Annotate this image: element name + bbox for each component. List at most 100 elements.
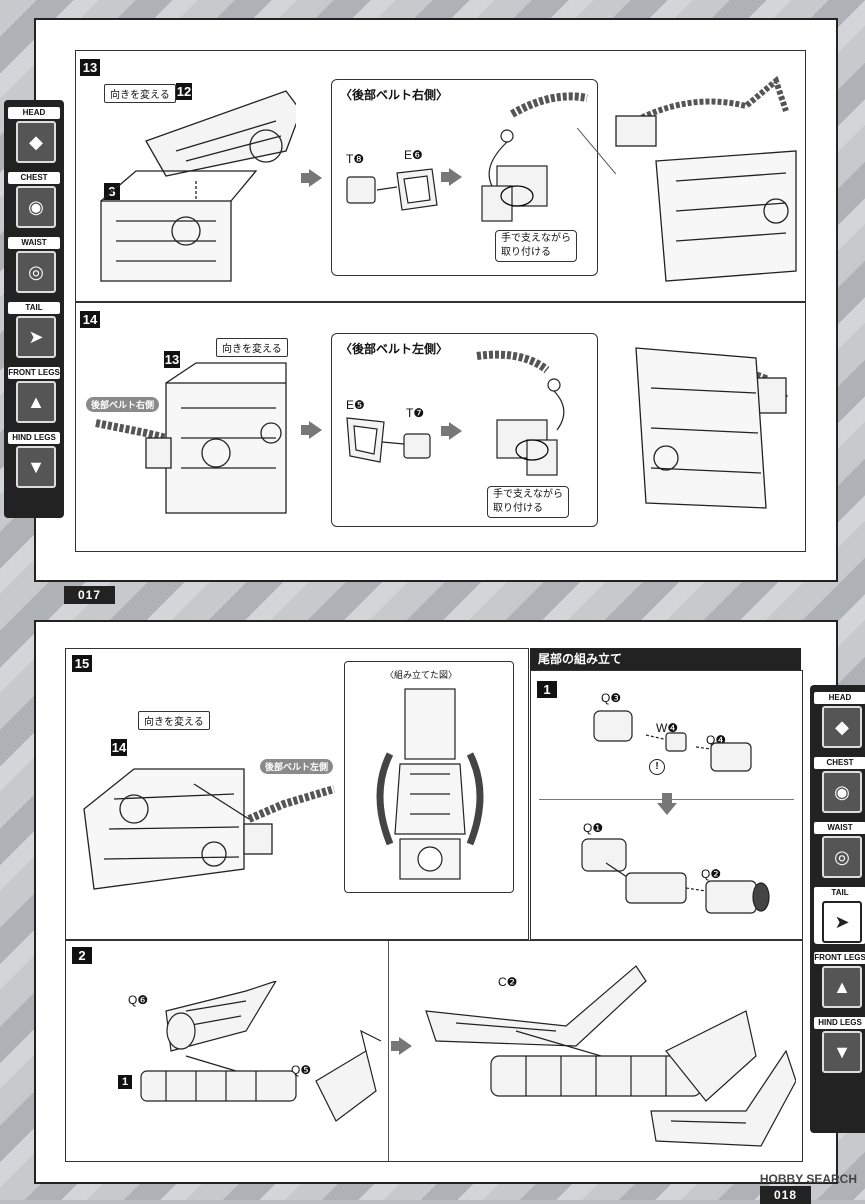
waist-icon: ◎ [16, 251, 56, 293]
sidebar-item-label: TAIL [8, 302, 60, 314]
sidebar-item-waist[interactable]: WAIST ◎ [8, 237, 60, 294]
hold-note-line2: 取り付ける [493, 503, 543, 514]
sidebar-item-label: CHEST [814, 757, 865, 769]
body-with-belt-drawing [95, 362, 287, 514]
body-assembly-drawing [100, 90, 296, 282]
hind-legs-icon: ▼ [16, 446, 56, 488]
sidebar-item-tail[interactable]: TAIL ➤ [8, 302, 60, 359]
belt-attached-result-drawing [615, 75, 797, 282]
part-q1: Q❶ [583, 821, 604, 835]
step-number: 14 [80, 311, 100, 328]
part-ref-13: 13 [164, 351, 180, 368]
belt-label: 後部ベルト右側 [86, 397, 160, 412]
tail-icon: ➤ [822, 901, 862, 943]
hold-note: 手で支えながら 取り付ける [495, 230, 577, 262]
flow-arrow-down [657, 793, 677, 815]
sidebar-item-label: TAIL [814, 887, 865, 899]
sidebar-item-label: HEAD [8, 107, 60, 119]
flow-arrow [391, 1037, 412, 1055]
body-with-left-belt-drawing [83, 768, 336, 890]
tail-cover-assembly-drawing [425, 965, 796, 1147]
sidebar-item-chest[interactable]: CHEST ◉ [814, 757, 865, 814]
belt-chain-drawing [476, 350, 565, 476]
warning-icon: ! [649, 759, 665, 775]
head-icon: ◆ [822, 706, 862, 748]
flow-arrow [301, 169, 322, 187]
part-t7: T❼ [406, 406, 425, 420]
sidebar-item-label: HIND LEGS [814, 1017, 865, 1029]
belt-left-subbox: 〈後部ベルト左側〉 E❺ T❼ 手で支えながら 取り付ける [331, 333, 598, 527]
flow-arrow [441, 422, 462, 440]
tail-icon: ➤ [16, 316, 56, 358]
part-t8: T❽ [346, 152, 365, 166]
part-e6: E❻ [404, 148, 423, 162]
part-t8-e6-drawing [346, 168, 438, 211]
sidebar-item-head[interactable]: HEAD ◆ [814, 692, 865, 749]
section-index-left: HEAD ◆ CHEST ◉ WAIST ◎ TAIL ➤ FRONT LEGS… [4, 100, 64, 518]
sidebar-item-hind-legs[interactable]: HIND LEGS ▼ [814, 1017, 865, 1074]
step-number: 15 [72, 655, 92, 672]
sub-title: 〈後部ベルト右側〉 [340, 88, 449, 102]
part-ref-12: 12 [176, 83, 192, 100]
page-number-018: 018 [760, 1186, 812, 1204]
page-number-017: 017 [64, 586, 116, 604]
tail-step-1-panel: 1 Q❸ W❹ Q❹ ! Q❶ Q❷ [530, 670, 803, 940]
head-icon: ◆ [16, 121, 56, 163]
hind-legs-icon: ▼ [822, 1031, 862, 1073]
part-w4: W❹ [656, 721, 679, 735]
belt-right-subbox: 〈後部ベルト右側〉 T❽ E❻ 手で支えながら 取り付ける [331, 79, 598, 276]
step-number: 13 [80, 59, 100, 76]
chest-icon: ◉ [822, 771, 862, 813]
tail-step-2-panel: 2 Q❻ Q❺ 1 C❷ C❶ [65, 940, 803, 1162]
watermark: HOBBY SEARCH [759, 1172, 857, 1186]
sidebar-item-label: HEAD [814, 692, 865, 704]
divider [388, 941, 389, 1161]
part-e5-t7-drawing [346, 417, 431, 463]
step-13-panel: 13 向きを変える 12 3 〈後部ベルト右側〉 T❽ E❻ [75, 50, 806, 302]
sidebar-item-label: HIND LEGS [8, 432, 60, 444]
sidebar-item-hind-legs[interactable]: HIND LEGS ▼ [8, 432, 60, 489]
sidebar-item-label: WAIST [814, 822, 865, 834]
sidebar-item-front-legs[interactable]: FRONT LEGS ▲ [8, 367, 60, 424]
sidebar-item-head[interactable]: HEAD ◆ [8, 107, 60, 164]
part-q5: Q❺ [291, 1063, 312, 1077]
part-q3: Q❸ [601, 691, 622, 705]
hold-note-line1: 手で支えながら [493, 489, 563, 500]
waist-icon: ◎ [822, 836, 862, 878]
belt-label: 後部ベルト左側 [260, 759, 334, 774]
step-number: 2 [72, 947, 92, 964]
turn-callout: 向きを変える [104, 84, 176, 103]
part-c2: C❷ [498, 975, 518, 989]
tail-segments-exploded-drawing [140, 981, 382, 1122]
chest-icon: ◉ [16, 186, 56, 228]
part-ref-14: 14 [111, 739, 127, 756]
tail-assembly-heading: 尾部の組み立て [530, 648, 801, 670]
hold-note-line2: 取り付ける [501, 247, 551, 258]
turn-callout: 向きを変える [216, 338, 288, 357]
ref-step-1: 1 [118, 1075, 132, 1089]
flow-arrow [441, 168, 462, 186]
sub-title: 〈後部ベルト左側〉 [340, 342, 449, 356]
sidebar-item-label: FRONT LEGS [8, 367, 60, 379]
flow-arrow [301, 421, 322, 439]
turn-callout: 向きを変える [138, 711, 210, 730]
assembled-caption: 〈組み立てた図〉 [385, 670, 458, 680]
tail-parts-joined-drawing [581, 838, 770, 914]
sidebar-item-waist[interactable]: WAIST ◎ [814, 822, 865, 879]
section-index-right: HEAD ◆ CHEST ◉ WAIST ◎ TAIL ➤ FRONT LEGS… [810, 685, 865, 1133]
belt-chain-drawing [481, 92, 588, 222]
sidebar-item-front-legs[interactable]: FRONT LEGS ▲ [814, 952, 865, 1009]
assembled-view-box: 〈組み立てた図〉 [344, 661, 514, 893]
sidebar-item-chest[interactable]: CHEST ◉ [8, 172, 60, 229]
belt-attached-result-drawing [635, 347, 789, 509]
hold-note: 手で支えながら 取り付ける [487, 486, 569, 518]
sidebar-item-label: CHEST [8, 172, 60, 184]
sidebar-item-tail[interactable]: TAIL ➤ [814, 887, 865, 944]
part-q6: Q❻ [128, 993, 149, 1007]
part-e5: E❺ [346, 398, 365, 412]
step-number: 1 [537, 681, 557, 698]
step-14-panel: 14 向きを変える 13 後部ベルト右側 〈後部ベルト左側〉 E❺ T❼ [75, 302, 806, 552]
hold-note-line1: 手で支えながら [501, 233, 571, 244]
sidebar-item-label: WAIST [8, 237, 60, 249]
front-legs-icon: ▲ [16, 381, 56, 423]
